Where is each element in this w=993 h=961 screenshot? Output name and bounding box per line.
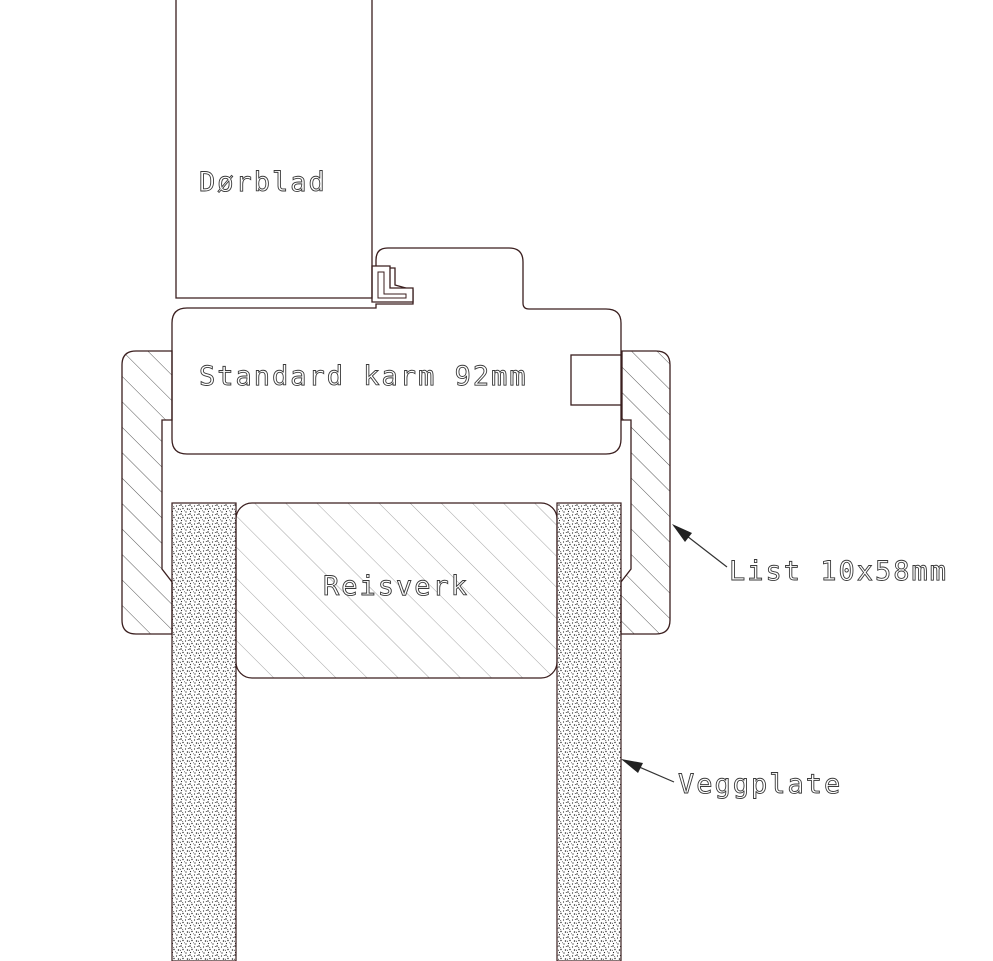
trim-left (121, 350, 173, 635)
trim-label: List 10x58mm (729, 556, 948, 587)
wall-board-arrowhead (621, 759, 643, 773)
stud-section (235, 502, 558, 679)
frame-label: Standard karm 92mm (199, 361, 528, 392)
door-seal-inner (377, 271, 407, 299)
frame-strike-block (570, 354, 622, 406)
wall-board-left (171, 502, 237, 961)
wall-board-right (556, 502, 622, 961)
trim-right (620, 350, 671, 635)
door-leaf-label: Dørblad (199, 167, 327, 198)
door-seal (371, 265, 414, 303)
door-leaf (175, 0, 373, 299)
trim-arrowhead (672, 524, 692, 542)
door-frame (171, 247, 622, 455)
stud-label: Reisverk (323, 571, 469, 602)
wall-board-label: Veggplate (678, 769, 842, 800)
